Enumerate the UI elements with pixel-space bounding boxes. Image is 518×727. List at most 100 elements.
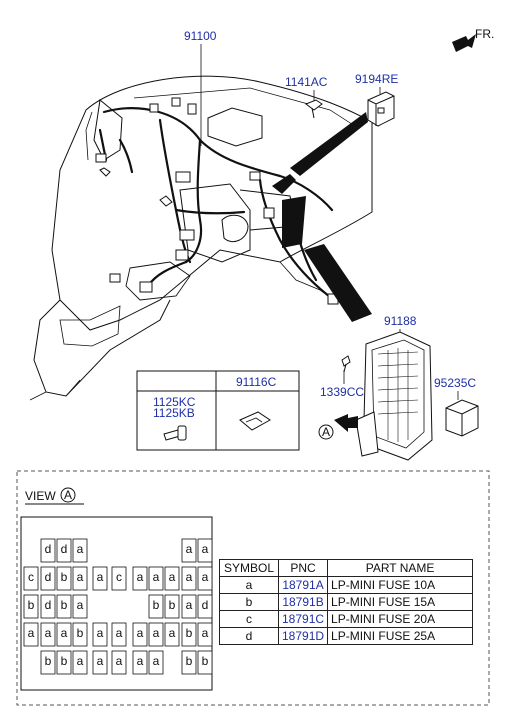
fuse-symbol: a (186, 542, 193, 556)
fastener-code-2: 1125KB (153, 406, 195, 420)
fuse-slot (72, 538, 88, 563)
part-name-cell: LP-MINI FUSE 15A (327, 593, 474, 611)
fuse-symbol: b (186, 626, 193, 640)
fuse-symbol: a (137, 626, 144, 640)
connector-9194re-drawing (367, 91, 395, 127)
fuse-symbol: d (61, 542, 68, 556)
view-marker-circle (318, 424, 334, 440)
symbol-cell: d (219, 627, 279, 645)
fuse-slot (148, 622, 164, 647)
relay-drawing (445, 399, 479, 437)
fuse-slot (111, 650, 127, 675)
fuse-symbol: b (153, 598, 160, 612)
callout-screw: 1339CC (320, 385, 364, 399)
fuse-symbol: a (186, 598, 193, 612)
front-label: FR. (475, 27, 494, 41)
fuse-symbol: a (169, 570, 176, 584)
header-pnc: PNC (277, 559, 329, 577)
fuse-slot (72, 594, 88, 619)
front-direction-indicator: FR. (452, 27, 494, 52)
fuse-symbol: a (202, 542, 209, 556)
screw-drawing (341, 355, 351, 373)
view-label-marker: A (64, 488, 72, 502)
fuse-slot (164, 622, 180, 647)
fuse-symbol: a (28, 626, 35, 640)
fuse-symbol: b (61, 598, 68, 612)
fuse-slot (148, 566, 164, 591)
relay-callout-wedge (304, 244, 372, 322)
fuse-symbol: a (116, 626, 123, 640)
fuse-slot (111, 566, 127, 591)
table-row: a 18791A LP-MINI FUSE 10A (219, 576, 474, 594)
fastener-code-3: 91116C (236, 375, 277, 389)
symbol-cell: c (219, 610, 279, 628)
table-row: b 18791B LP-MINI FUSE 15A (219, 593, 474, 611)
fuse-slot (111, 622, 127, 647)
fuse-symbol: a (97, 626, 104, 640)
fuse-slot (40, 594, 56, 619)
fuse-slot (72, 650, 88, 675)
fuse-slot (197, 566, 213, 591)
fuse-slot (197, 650, 213, 675)
fuse-slot (148, 650, 164, 675)
fuse-slot (23, 594, 39, 619)
fuse-symbol: a (202, 626, 209, 640)
pnc-cell: 18791C (277, 610, 329, 628)
fuse-symbol: b (202, 654, 209, 668)
callout-connector: 9194RE (355, 72, 398, 86)
fuse-slot (92, 650, 108, 675)
table-row: c 18791C LP-MINI FUSE 20A (219, 610, 474, 628)
fuse-symbol: b (45, 654, 52, 668)
fuse-symbol: c (116, 570, 122, 584)
fuse-symbol: a (77, 654, 84, 668)
fuse-slot (56, 566, 72, 591)
bolt-1125-icon (163, 425, 187, 441)
view-a-indicator: A (318, 414, 358, 440)
fuse-symbol: b (28, 598, 35, 612)
fuse-symbol: a (77, 570, 84, 584)
fuse-symbol: b (77, 626, 84, 640)
fuse-symbol: d (45, 542, 52, 556)
fuse-slot (72, 566, 88, 591)
callout-junction-box: 91188 (384, 314, 417, 328)
fuse-slot (56, 650, 72, 675)
fuse-symbol: a (137, 654, 144, 668)
fuse-slot (197, 622, 213, 647)
symbol-cell: a (219, 576, 279, 594)
fuse-slot (92, 622, 108, 647)
fuse-slot (181, 650, 197, 675)
view-label-marker-circle (60, 487, 76, 503)
fuse-slot (181, 538, 197, 563)
harness-callout-wedge (272, 174, 296, 194)
fuse-symbol: a (77, 542, 84, 556)
pnc-cell: 18791A (277, 576, 329, 594)
fuse-slot (148, 594, 164, 619)
fuse-symbol: a (61, 626, 68, 640)
fuse-symbol: a (153, 654, 160, 668)
fuse-symbol: a (77, 598, 84, 612)
table-header-row: SYMBOL PNC PART NAME (219, 559, 474, 577)
fuse-slot (132, 622, 148, 647)
fuse-symbol: d (45, 598, 52, 612)
fuse-slot (40, 538, 56, 563)
header-part-name: PART NAME (327, 559, 474, 577)
fuse-symbol: a (97, 570, 104, 584)
fastener-code-1: 1125KC (153, 395, 196, 409)
fuse-slot (181, 594, 197, 619)
fuse-slot (56, 622, 72, 647)
symbol-cell: b (219, 593, 279, 611)
fuse-slot (164, 566, 180, 591)
fuse-symbol: a (45, 626, 52, 640)
fuse-slot (23, 566, 39, 591)
fuse-slot (40, 622, 56, 647)
fuse-symbol: d (45, 570, 52, 584)
header-symbol: SYMBOL (219, 559, 279, 577)
fuse-symbol: b (186, 654, 193, 668)
fuse-slot (40, 566, 56, 591)
callout-bolt: 1141AC (285, 75, 328, 89)
fuse-symbol: a (186, 570, 193, 584)
fuse-symbol: a (153, 626, 160, 640)
fuse-symbol: a (153, 570, 160, 584)
harness-connectors (95, 97, 339, 305)
